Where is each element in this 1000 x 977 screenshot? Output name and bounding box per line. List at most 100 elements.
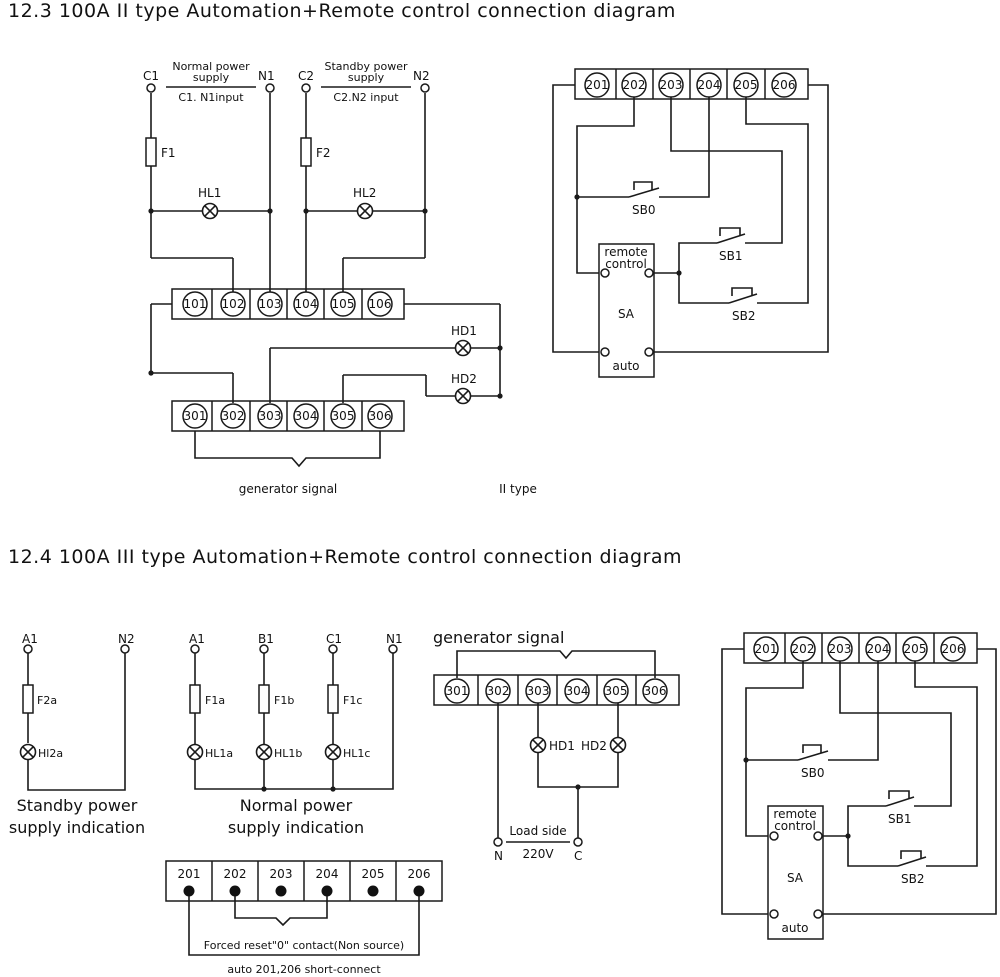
label-c1n1-input: C1. N1input <box>178 91 244 104</box>
table-201: 201 <box>178 867 201 881</box>
diagram-12-3-power: C1 N1 C2 N2 Normal power supply C1. N1in… <box>143 60 537 496</box>
r1-label-sb2: SB2 <box>732 309 755 323</box>
terminal-302: 302 <box>222 409 245 423</box>
r2-label-sb2: SB2 <box>901 872 924 886</box>
label-normal-power-2: supply <box>193 71 230 84</box>
label-f1c: F1c <box>343 694 362 707</box>
label-c2n2-input: C2.N2 input <box>333 91 399 104</box>
r2-terminal-205: 205 <box>904 642 927 656</box>
label-standby-power-2: supply <box>348 71 385 84</box>
fuse-f2 <box>300 137 312 167</box>
g-terminal-302: 302 <box>487 684 510 698</box>
label-220v: 220V <box>522 847 554 861</box>
terminal-block-300 <box>171 400 405 432</box>
label-a1-standby: A1 <box>22 632 38 646</box>
terminal-103: 103 <box>259 297 282 311</box>
lamp-hd1 <box>454 339 472 357</box>
label-hl2: HL2 <box>353 186 376 200</box>
lamp-hd2 <box>454 387 472 405</box>
r2-remote-label-1: remote <box>773 807 816 821</box>
lamp-hl1c <box>324 743 342 761</box>
g-terminal-301: 301 <box>446 684 469 698</box>
r1-terminal-201: 201 <box>586 78 609 92</box>
label-hd1-b: HD1 <box>549 739 575 753</box>
lamp-hd2-b <box>609 736 627 754</box>
label-standby-power-1: Standby power <box>325 60 408 73</box>
fuse-f1 <box>145 137 157 167</box>
label-normal-power-1: Normal power <box>172 60 250 73</box>
label-standby-ind-1: Standby power <box>17 796 138 815</box>
label-hd2: HD2 <box>451 372 477 386</box>
r2-label-sb0: SB0 <box>801 766 824 780</box>
label-c: C <box>574 849 582 863</box>
label-a1-normal: A1 <box>189 632 205 646</box>
terminal-306: 306 <box>369 409 392 423</box>
lamp-hl1a <box>186 743 204 761</box>
terminal-301: 301 <box>184 409 207 423</box>
label-ii-type: II type <box>499 482 537 496</box>
table-204: 204 <box>316 867 339 881</box>
r2-terminal-201: 201 <box>755 642 778 656</box>
label-f2: F2 <box>316 146 331 160</box>
label-c1: C1 <box>143 69 159 83</box>
r1-terminal-205: 205 <box>735 78 758 92</box>
label-generator-signal-1: generator signal <box>239 482 338 496</box>
fuse-f1a <box>189 684 201 714</box>
r1-terminal-202: 202 <box>623 78 646 92</box>
label-hd1: HD1 <box>451 324 477 338</box>
label-c2: C2 <box>298 69 314 83</box>
fuse-f1b <box>258 684 270 714</box>
label-n1: N1 <box>258 69 275 83</box>
diagram-12-4-indication: A1 N2 F2a Hl2a Standby power supply indi… <box>9 632 443 976</box>
r2-terminal-203: 203 <box>829 642 852 656</box>
label-load-side: Load side <box>509 824 566 838</box>
label-n1-normal: N1 <box>386 632 403 646</box>
r2-terminal-204: 204 <box>867 642 890 656</box>
terminal-102: 102 <box>222 297 245 311</box>
r1-label-sb1: SB1 <box>719 249 742 263</box>
r1-sa-label: SA <box>618 307 635 321</box>
lamp-hl2 <box>356 202 374 220</box>
remote-control-diagram-1: 201 202 203 204 205 206 SB0 SB1 SB2 remo… <box>552 68 829 378</box>
table-203: 203 <box>270 867 293 881</box>
lamp-hd1-b <box>529 736 547 754</box>
r1-remote-label-1: remote <box>604 245 647 259</box>
label-hl1a: HL1a <box>205 747 233 760</box>
label-hl1c: HL1c <box>343 747 370 760</box>
table-206: 206 <box>408 867 431 881</box>
label-normal-ind-1: Normal power <box>240 796 353 815</box>
lamp-hl1b <box>255 743 273 761</box>
label-normal-ind-2: supply indication <box>228 818 364 837</box>
label-hl2a: Hl2a <box>38 747 63 760</box>
terminal-105: 105 <box>332 297 355 311</box>
r2-terminal-206: 206 <box>942 642 965 656</box>
section-title-12-4: 12.4 100A III type Automation+Remote con… <box>8 546 682 568</box>
terminal-104: 104 <box>295 297 318 311</box>
label-hl1b: HL1b <box>274 747 302 760</box>
g-terminal-303: 303 <box>527 684 550 698</box>
label-hl1: HL1 <box>198 186 221 200</box>
r1-terminal-204: 204 <box>698 78 721 92</box>
label-n2: N2 <box>413 69 430 83</box>
g-terminal-306: 306 <box>644 684 667 698</box>
terminal-106: 106 <box>369 297 392 311</box>
lamp-hl2a <box>19 743 37 761</box>
r1-auto-label: auto <box>612 359 639 373</box>
r2-remote-label-2: control <box>774 819 816 833</box>
table-202: 202 <box>224 867 247 881</box>
label-auto-short-connect: auto 201,206 short-connect <box>227 963 381 976</box>
r1-terminal-203: 203 <box>660 78 683 92</box>
terminal-303: 303 <box>259 409 282 423</box>
terminal-304: 304 <box>295 409 318 423</box>
r2-terminal-202: 202 <box>792 642 815 656</box>
label-f1a: F1a <box>205 694 225 707</box>
r2-sa-label: SA <box>787 871 804 885</box>
label-forced-reset: Forced reset"0" contact(Non source) <box>204 939 404 952</box>
label-c1-normal: C1 <box>326 632 342 646</box>
r1-label-sb0: SB0 <box>632 203 655 217</box>
fuse-f2a <box>22 684 34 714</box>
terminal-row-300: 301 302 303 304 305 306 <box>182 403 393 429</box>
table-205: 205 <box>362 867 385 881</box>
terminal-305: 305 <box>332 409 355 423</box>
label-n2-standby: N2 <box>118 632 135 646</box>
